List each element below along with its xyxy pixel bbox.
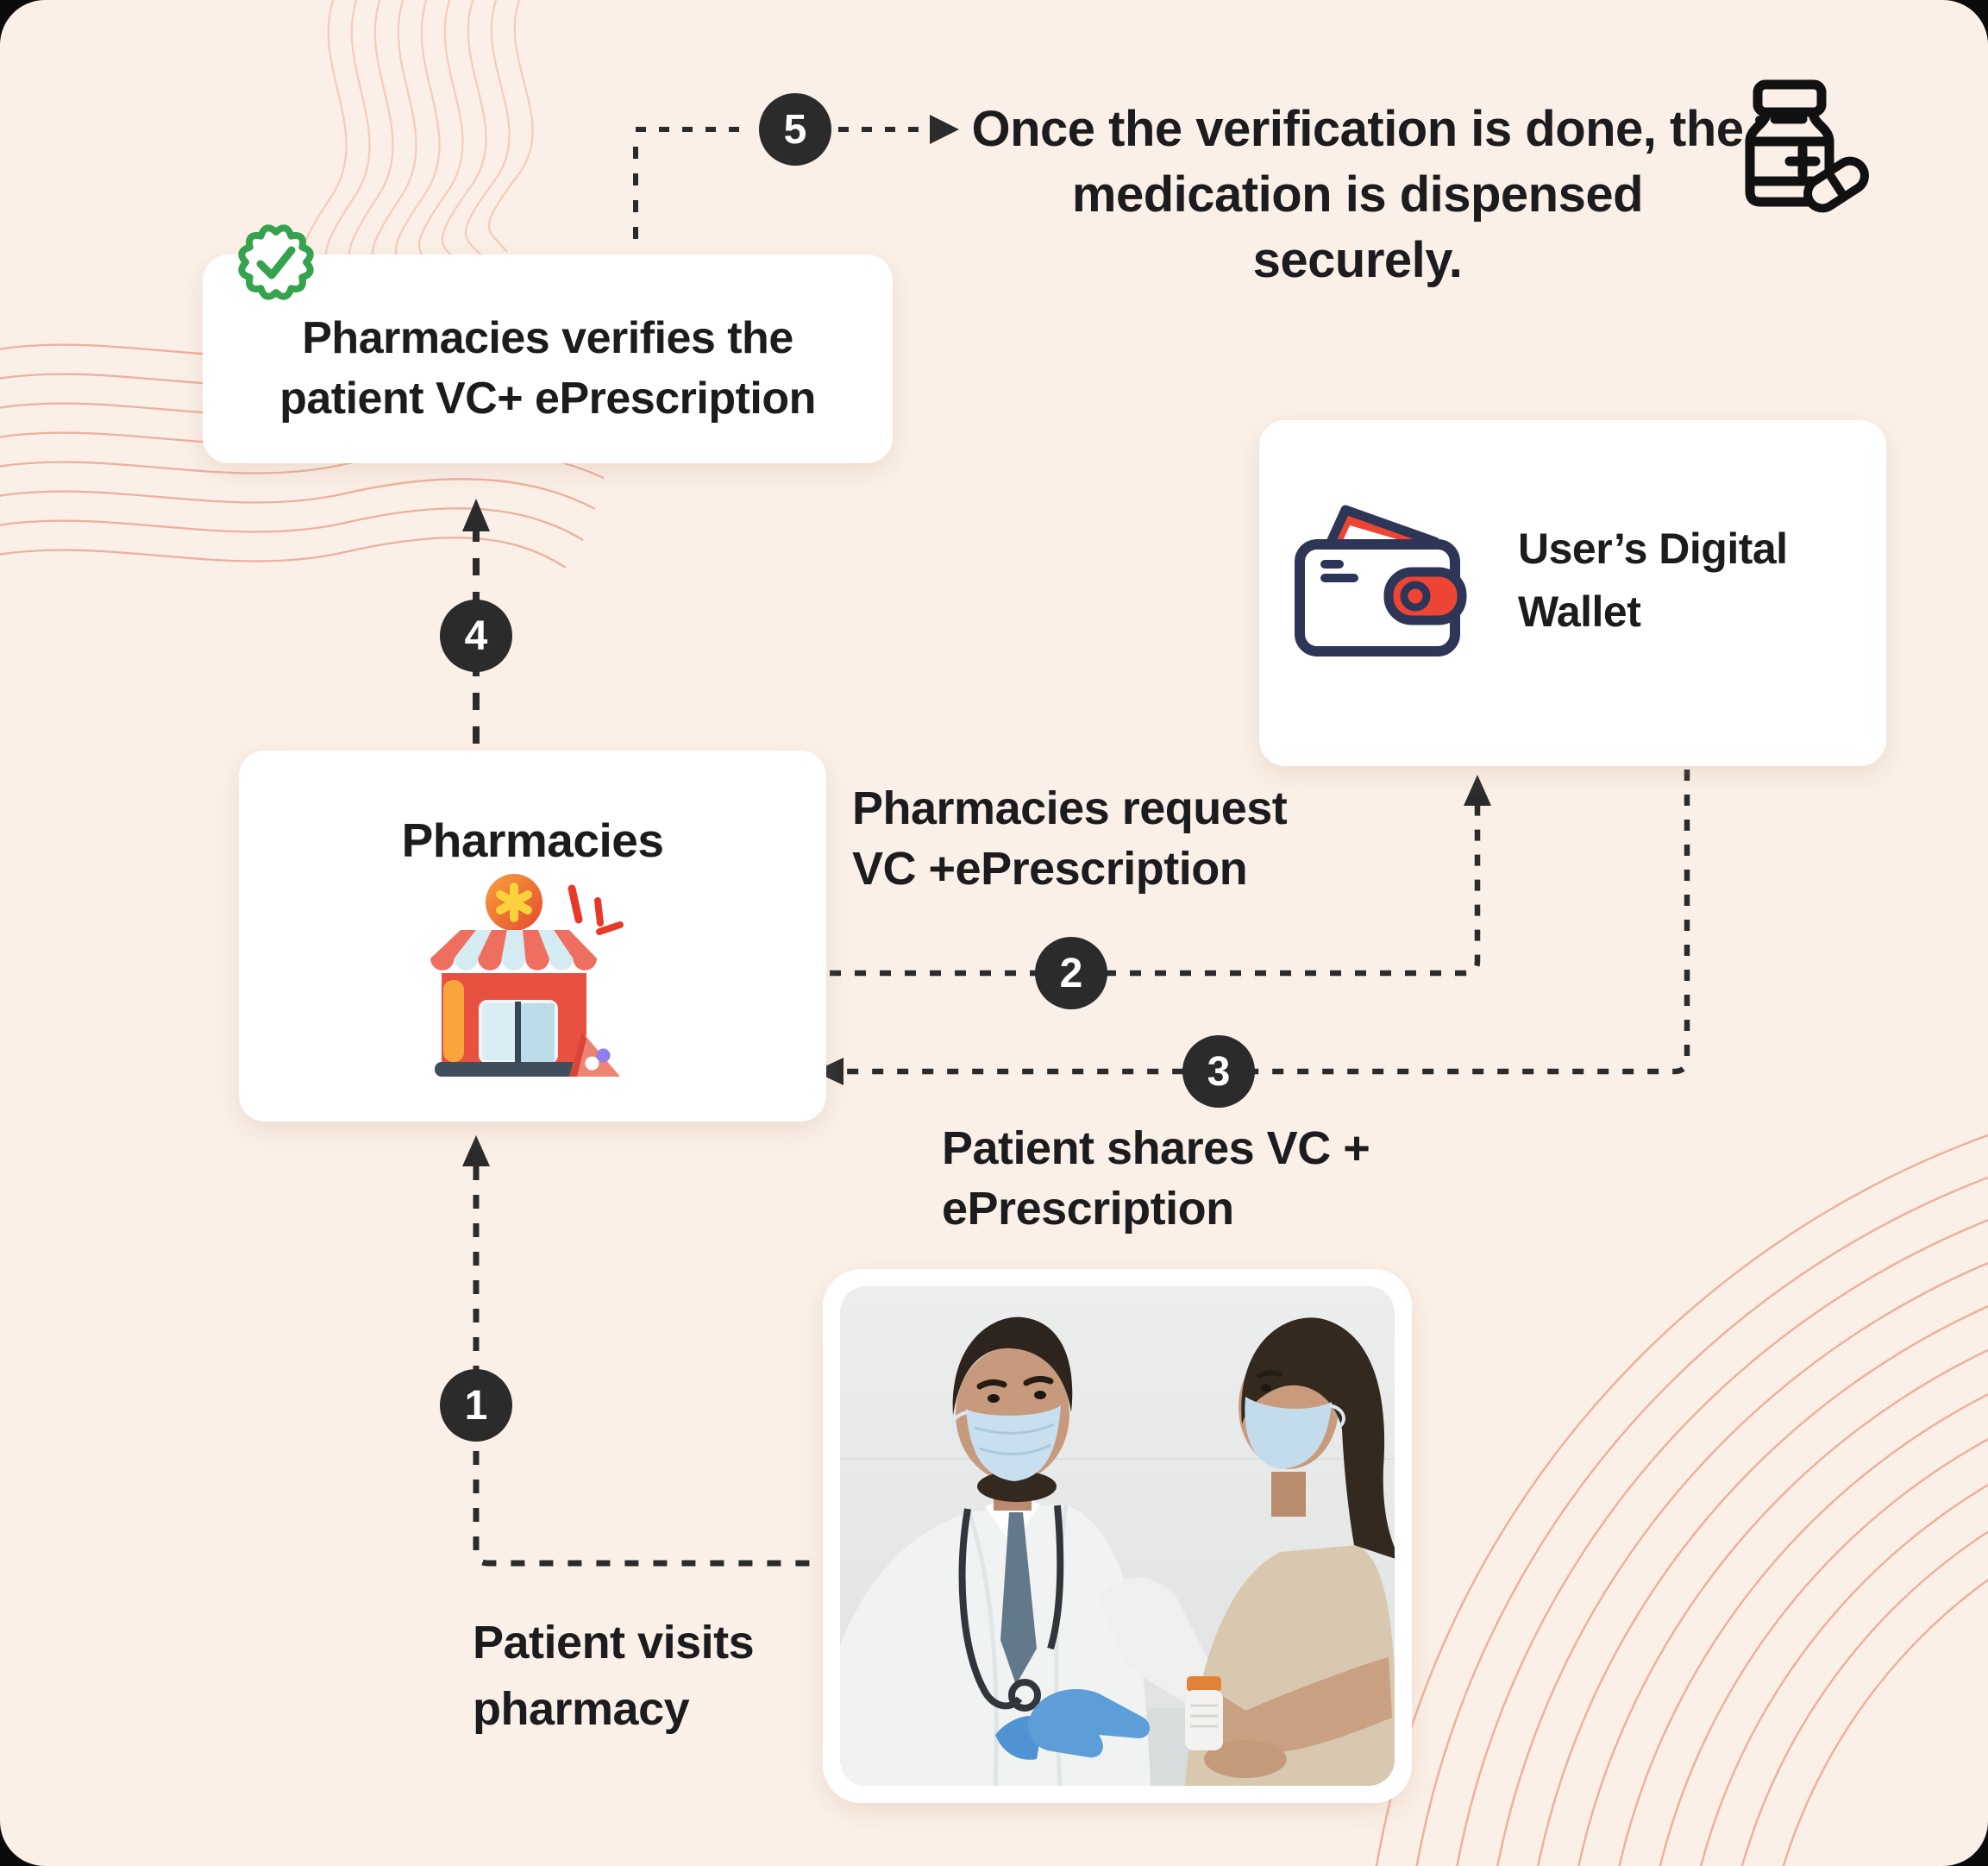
wallet-card-line1: User’s Digital xyxy=(1518,525,1788,573)
top-wave-strands xyxy=(301,0,534,290)
step-number: 4 xyxy=(464,613,488,659)
verify-card-line2: patient VC+ ePrescription xyxy=(279,374,816,424)
pharmacies-card: Pharmacies xyxy=(239,751,826,1121)
step2-caption-line2: VC +ePrescription xyxy=(852,843,1248,895)
step-badge-2: 2 xyxy=(1035,937,1107,1009)
step2-caption: Pharmacies request VC +ePrescription xyxy=(852,778,1288,899)
check-icon xyxy=(256,246,296,280)
step1-connector xyxy=(462,1135,814,1567)
step-number: 2 xyxy=(1059,950,1083,996)
wallet-icon xyxy=(1295,505,1467,657)
photo-pill-bottle xyxy=(1185,1676,1223,1750)
step1-caption: Patient visits pharmacy xyxy=(473,1610,755,1743)
storefront-icon xyxy=(430,874,624,1077)
step5-caption-line2: medication is dispensed securely. xyxy=(1071,166,1644,288)
star-icon xyxy=(496,883,532,922)
step3-arrowhead xyxy=(814,1058,843,1085)
step5-connector xyxy=(633,115,959,250)
spark-icon xyxy=(568,884,624,935)
step4-arrowhead xyxy=(462,499,490,531)
step-badge-5: 5 xyxy=(759,93,831,166)
step5-caption: Once the verification is done, the medic… xyxy=(964,97,1751,293)
step-badge-3: 3 xyxy=(1182,1035,1255,1108)
wallet-card-title: User’s Digital Wallet xyxy=(1518,518,1788,644)
step-number: 5 xyxy=(783,106,807,153)
step2-connector xyxy=(830,775,1491,977)
step5-arrowhead xyxy=(930,115,959,144)
wallet-card: User’s Digital Wallet xyxy=(1259,420,1886,766)
step3-connector xyxy=(814,770,1690,1085)
verify-card-line1: Pharmacies verifies the xyxy=(302,313,793,363)
photo-card xyxy=(823,1269,1412,1803)
verified-badge-icon xyxy=(238,224,314,300)
step-badge-1: 1 xyxy=(440,1369,512,1442)
photo-doctor-figure xyxy=(840,1316,1213,1786)
step1-arrowhead xyxy=(462,1135,490,1166)
step-badge-4: 4 xyxy=(440,600,512,672)
verify-card-title: Pharmacies verifies the patient VC+ ePre… xyxy=(203,308,893,429)
step2-arrowhead xyxy=(1464,775,1491,806)
pharmacies-card-title: Pharmacies xyxy=(401,814,664,867)
step-number: 1 xyxy=(464,1382,488,1429)
step1-caption-line1: Patient visits xyxy=(473,1617,755,1668)
step3-caption-line2: ePrescription xyxy=(942,1183,1234,1235)
awning xyxy=(430,930,597,971)
medication-bottle-icon xyxy=(1745,79,1869,213)
step3-caption-line1: Patient shares VC + xyxy=(942,1122,1370,1174)
wallet-card-line2: Wallet xyxy=(1518,587,1641,636)
pharmacy-sign xyxy=(569,1032,620,1077)
verify-card: Pharmacies verifies the patient VC+ ePre… xyxy=(203,254,893,463)
step-number: 3 xyxy=(1207,1048,1231,1095)
step5-caption-line1: Once the verification is done, the xyxy=(971,101,1744,157)
step3-caption: Patient shares VC + ePrescription xyxy=(942,1118,1370,1239)
step2-caption-line1: Pharmacies request xyxy=(852,782,1288,834)
consultation-photo xyxy=(840,1286,1395,1786)
photo-patient-figure xyxy=(1185,1317,1395,1786)
step1-caption-line2: pharmacy xyxy=(473,1683,690,1735)
